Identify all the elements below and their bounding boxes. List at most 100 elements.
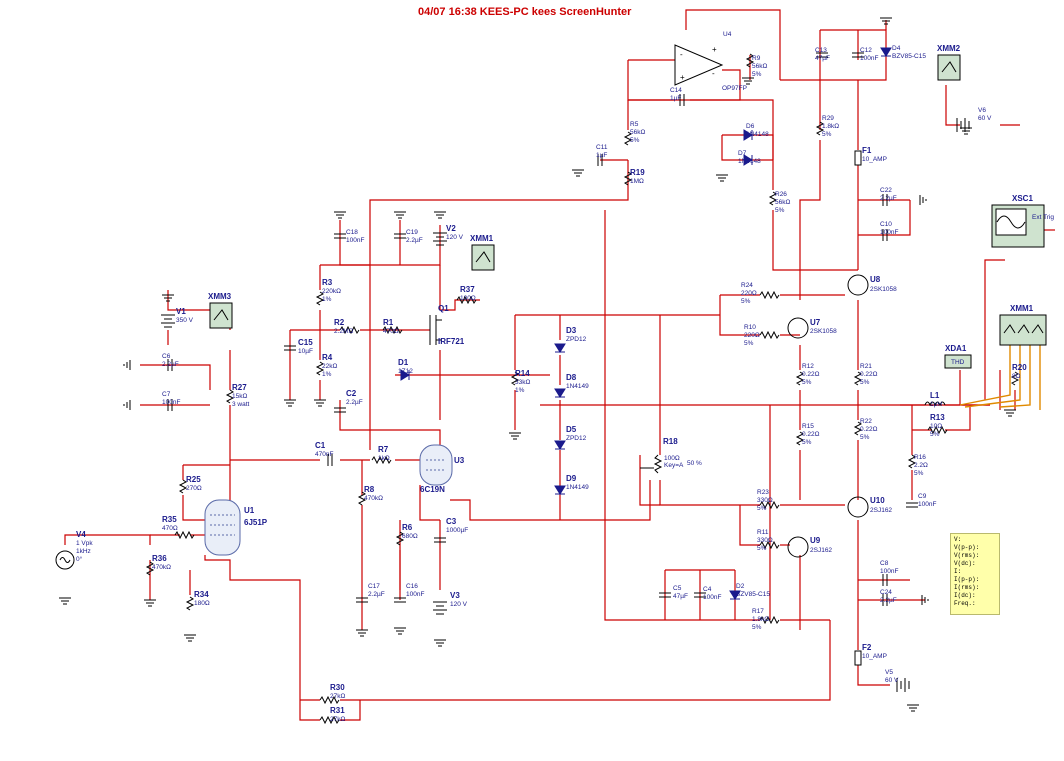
r2-label-0: R2	[334, 318, 345, 327]
svg-text:+: +	[712, 45, 717, 54]
component-c2[interactable]: C22.2µF	[334, 389, 363, 413]
tube-u1[interactable]: U1 6J51P	[204, 499, 268, 556]
oscilloscope-xsc1[interactable]: XSC1 Ext Trig	[991, 194, 1054, 248]
xmm1-top-label: XMM1	[470, 234, 494, 243]
opamp-u4[interactable]: - + + - U4 OP97FP	[674, 31, 747, 92]
mosfet-u10[interactable]: U10 2SJ162	[847, 496, 892, 518]
meter-xmm2[interactable]: XMM2	[937, 44, 961, 81]
component-r2[interactable]: R22.2MΩ	[334, 318, 360, 335]
ground-symbols	[59, 17, 1016, 712]
c3-label-1: 1000µF	[446, 527, 468, 534]
meter-xmm1-top[interactable]: XMM1	[470, 234, 495, 271]
r23-label-1: 330Ω	[757, 497, 773, 504]
tube-u3[interactable]: U3 6C19N	[419, 444, 465, 494]
mosfet-u8[interactable]: U8 2SK1058	[847, 274, 897, 296]
xda1-thd: THD	[951, 359, 965, 366]
mosfet-u7[interactable]: U7 2SK1058	[787, 317, 837, 339]
mosfet-q1[interactable]: Q1 IRF721	[429, 304, 465, 346]
mosfet-u9[interactable]: U9 2SJ162	[787, 536, 832, 558]
thd-analyzer-xda1[interactable]: THD XDA1	[944, 344, 972, 369]
component-c6[interactable]: C62.2µF	[162, 353, 179, 371]
r10-label-0: R10	[744, 324, 756, 331]
c5-label-0: C5	[673, 585, 682, 592]
q1-label: Q1	[438, 304, 449, 313]
potentiometer-r18[interactable]: R18 100Ω Key=A 50 %	[640, 437, 702, 474]
c4-label-1: 100nF	[703, 594, 721, 601]
r19-label-1: 1MΩ	[630, 178, 644, 185]
meter-xmm1-right[interactable]: XMM1	[999, 304, 1047, 346]
u3-label: U3	[454, 456, 465, 465]
meter-xmm3[interactable]: XMM3	[208, 292, 233, 329]
